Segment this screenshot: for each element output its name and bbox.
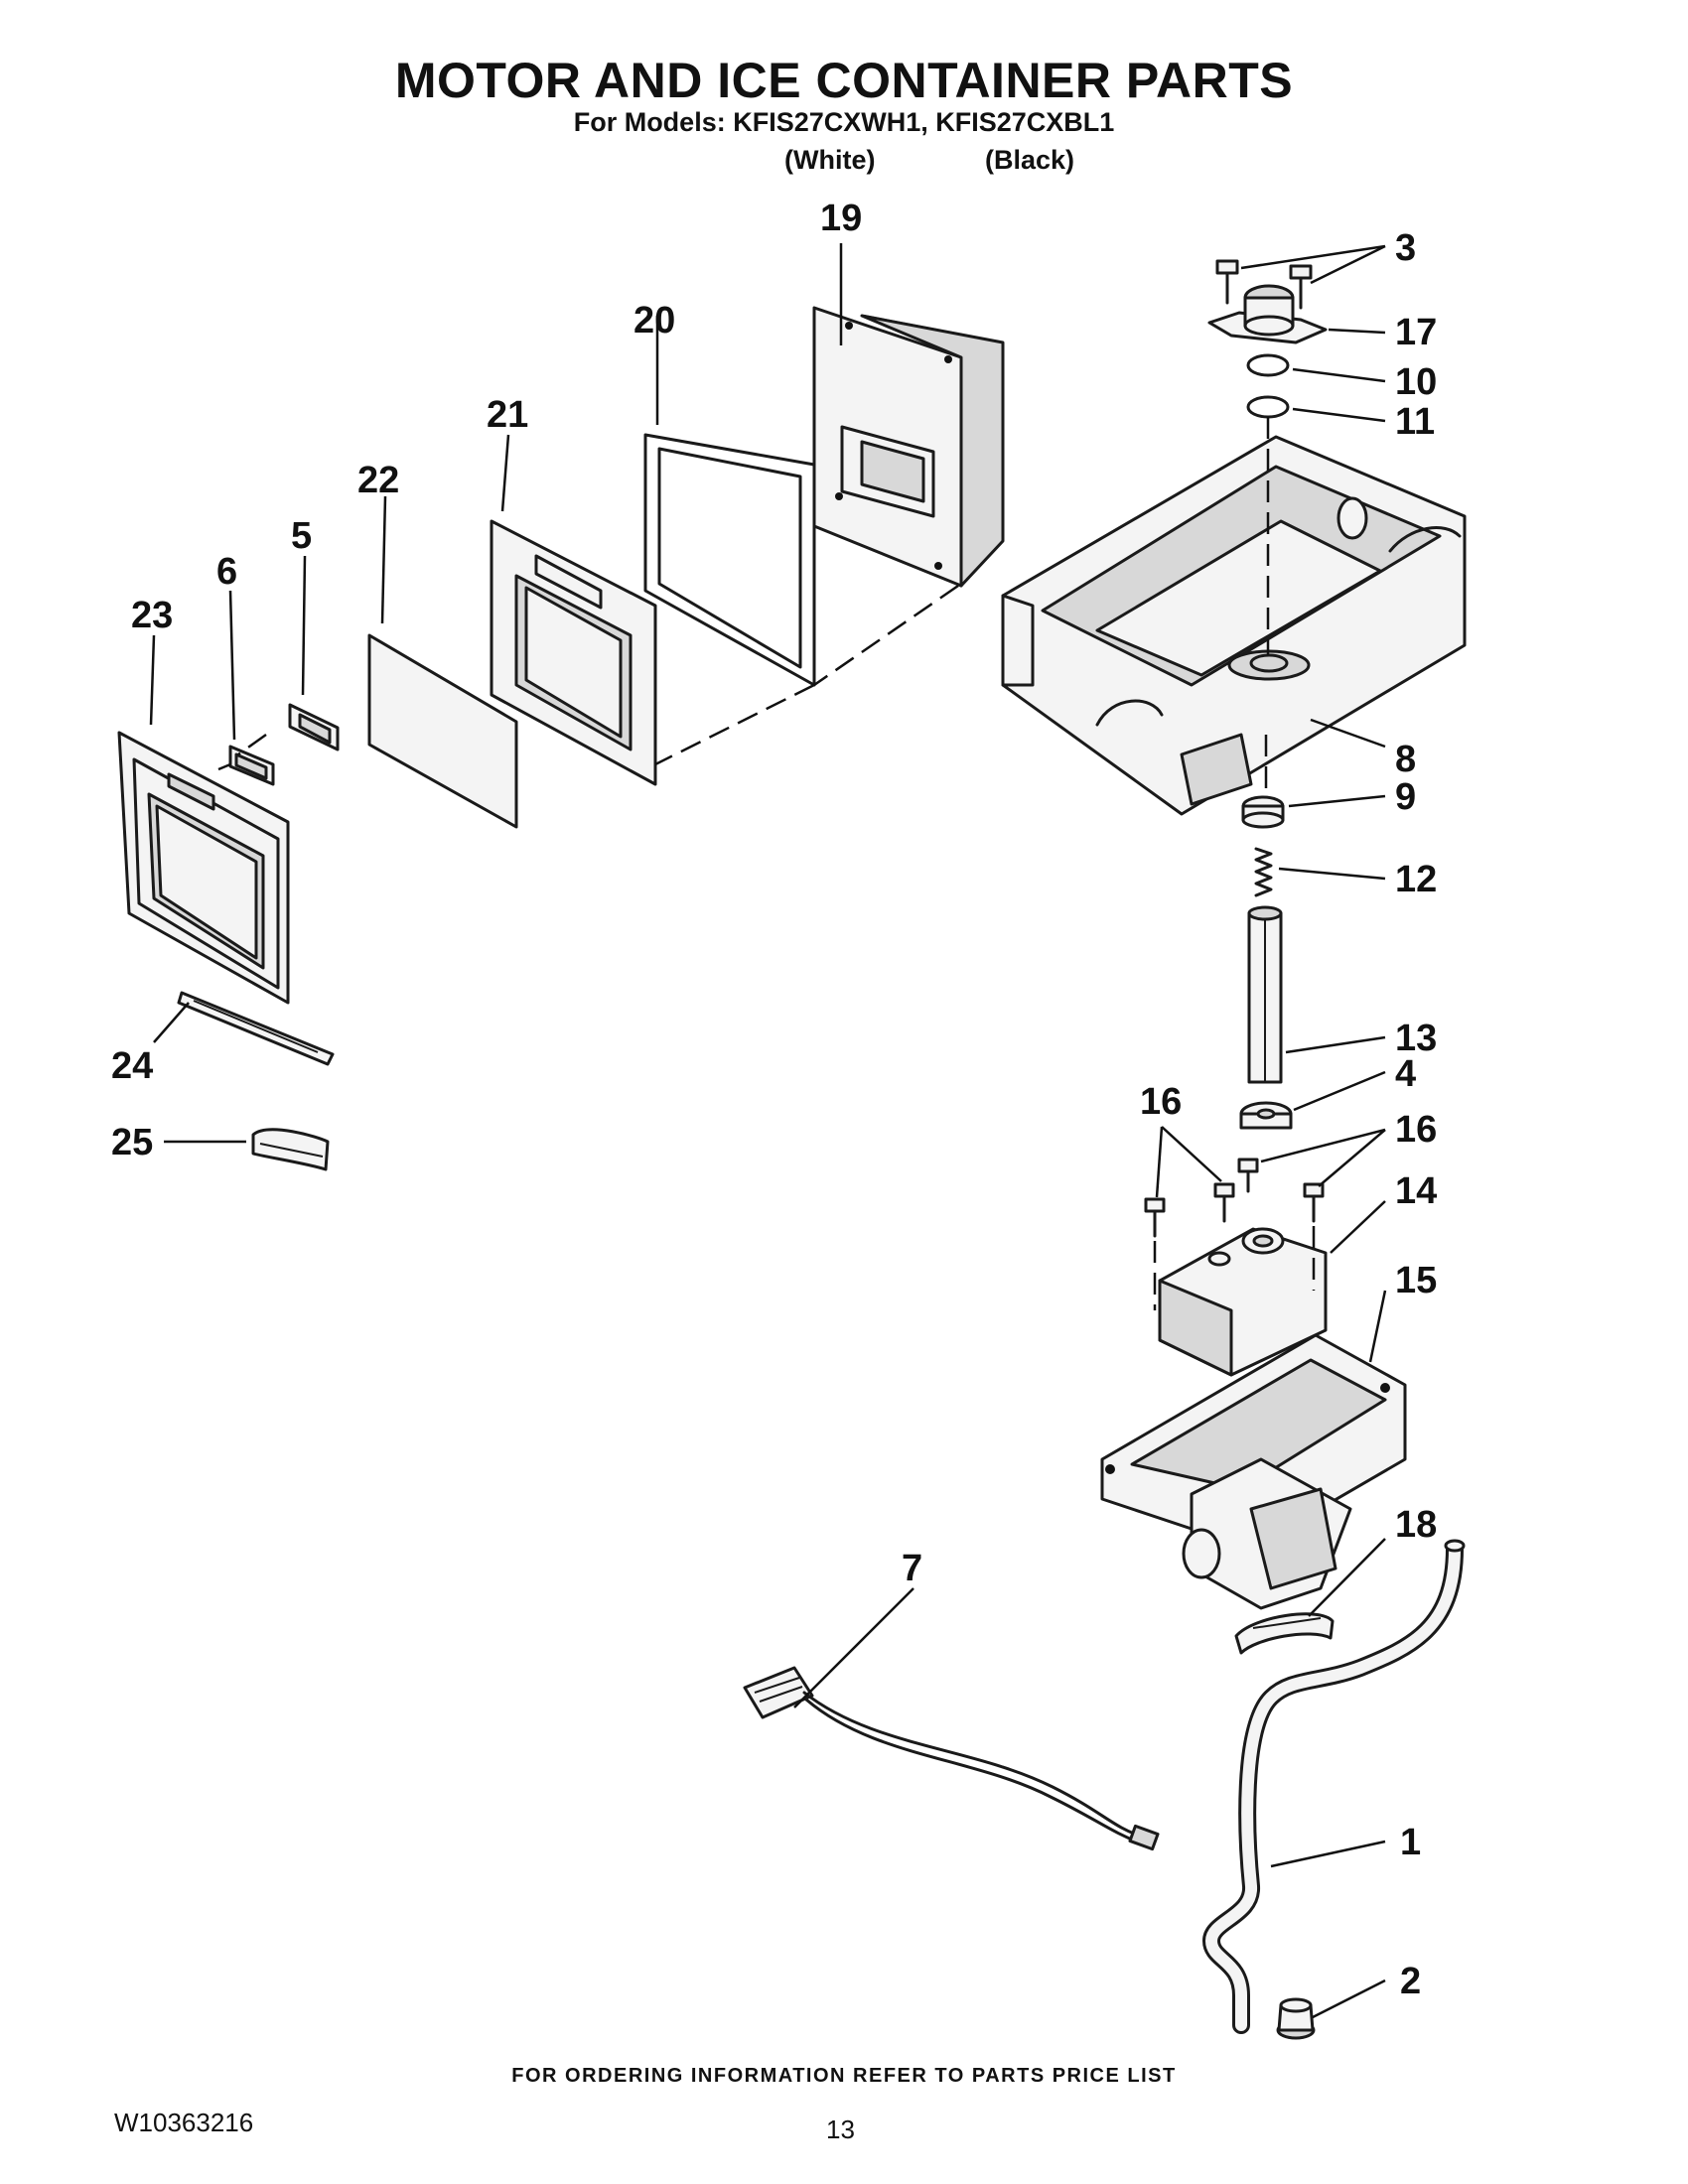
leader-lines bbox=[149, 243, 1387, 2019]
callout-1: 1 bbox=[1400, 1822, 1421, 1863]
part-3-screws bbox=[1215, 259, 1313, 310]
callout-5: 5 bbox=[291, 515, 312, 557]
part-10-ring bbox=[1246, 353, 1290, 377]
callout-23: 23 bbox=[131, 595, 173, 636]
part-20-gasket bbox=[643, 433, 816, 687]
callout-numbers: 3 17 10 11 8 9 12 13 4 16 16 14 15 18 1 … bbox=[111, 198, 1437, 2002]
part-2-fitting bbox=[1276, 1997, 1316, 2040]
part-14-motor bbox=[1153, 1226, 1328, 1377]
part-7-wire-harness bbox=[743, 1666, 1160, 1851]
callout-8: 8 bbox=[1395, 739, 1416, 780]
part-13-shaft bbox=[1247, 905, 1283, 1084]
part-9-bushing bbox=[1241, 795, 1285, 829]
callout-15: 15 bbox=[1395, 1260, 1437, 1301]
callout-18: 18 bbox=[1395, 1504, 1437, 1546]
callout-25: 25 bbox=[111, 1122, 153, 1163]
part-6-paddle bbox=[228, 745, 275, 786]
callout-10: 10 bbox=[1395, 361, 1437, 403]
part-25-pad bbox=[251, 1128, 330, 1171]
callout-20: 20 bbox=[633, 300, 675, 341]
callout-9: 9 bbox=[1395, 776, 1416, 818]
callout-11: 11 bbox=[1395, 401, 1435, 443]
part-22-insulation bbox=[367, 633, 518, 829]
part-17-flange bbox=[1207, 284, 1328, 344]
callout-2: 2 bbox=[1400, 1961, 1421, 2002]
page-title: MOTOR AND ICE CONTAINER PARTS bbox=[394, 53, 1294, 108]
document-number: W10363216 bbox=[114, 2108, 254, 2137]
part-18-clamp bbox=[1234, 1612, 1335, 1655]
part-5-bracket bbox=[288, 703, 340, 751]
callout-24: 24 bbox=[111, 1045, 153, 1087]
variant-black-label: (Black) bbox=[985, 145, 1075, 175]
callout-6: 6 bbox=[216, 551, 237, 593]
ordering-note: FOR ORDERING INFORMATION REFER TO PARTS … bbox=[511, 2065, 1177, 2087]
part-19-chute-housing bbox=[812, 306, 1005, 588]
callout-16-left: 16 bbox=[1140, 1081, 1182, 1123]
part-23-outer-door bbox=[117, 731, 290, 1005]
page-number: 13 bbox=[826, 2115, 855, 2144]
part-1-tube bbox=[1202, 1539, 1466, 2034]
models-line: For Models: KFIS27CXWH1, KFIS27CXBL1 bbox=[573, 107, 1115, 137]
callout-12: 12 bbox=[1395, 859, 1437, 900]
part-15-housing bbox=[1100, 1333, 1407, 1610]
callout-19: 19 bbox=[820, 198, 862, 239]
part-16-screws bbox=[1144, 1158, 1325, 1238]
part-24-trim-strip bbox=[177, 991, 335, 1066]
callout-17: 17 bbox=[1395, 312, 1437, 353]
callout-7: 7 bbox=[902, 1548, 922, 1589]
callout-4: 4 bbox=[1395, 1053, 1416, 1095]
part-4-washer bbox=[1239, 1101, 1293, 1130]
callout-13: 13 bbox=[1395, 1018, 1437, 1059]
variant-white-label: (White) bbox=[784, 145, 876, 175]
callout-21: 21 bbox=[487, 394, 528, 436]
callout-22: 22 bbox=[357, 460, 399, 501]
callout-3: 3 bbox=[1395, 227, 1416, 269]
part-8-ice-container bbox=[1001, 435, 1467, 816]
callout-16-right: 16 bbox=[1395, 1109, 1437, 1151]
part-11-ring bbox=[1246, 395, 1290, 419]
part-12-spring bbox=[1254, 847, 1273, 897]
part-21-inner-door bbox=[490, 519, 657, 786]
callout-14: 14 bbox=[1395, 1170, 1437, 1212]
